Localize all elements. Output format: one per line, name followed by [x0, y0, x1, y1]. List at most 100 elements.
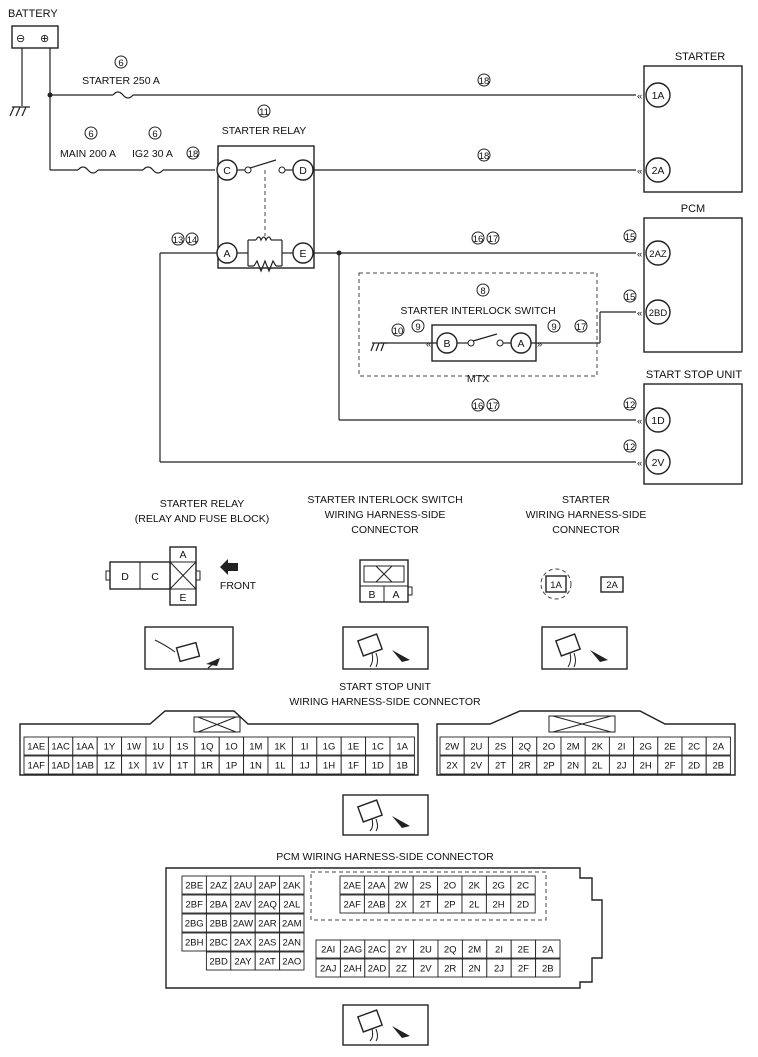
- ssu-pin-cell: 1AD: [51, 761, 70, 772]
- svg-text:18: 18: [479, 151, 490, 162]
- ssu-pin-cell: 1B: [396, 761, 408, 772]
- pcm-pin-cell: 2BD: [209, 957, 228, 968]
- ssu-title: START STOP UNIT: [646, 369, 742, 381]
- ssu-pin-cell: 1S: [177, 742, 189, 753]
- svg-text:18: 18: [479, 76, 490, 87]
- svg-text:A: A: [517, 338, 524, 350]
- svg-text:12: 12: [625, 400, 636, 411]
- pcm-pin-cell: 2AA: [368, 881, 387, 892]
- svg-text:15: 15: [625, 292, 636, 303]
- ssu-pin-cell: 1U: [152, 742, 164, 753]
- pcm-pin-cell: 2X: [395, 900, 407, 911]
- svg-text:9: 9: [551, 322, 556, 333]
- svg-text:10: 10: [393, 326, 404, 337]
- ssu-pin-cell: 1Z: [104, 761, 115, 772]
- pcm-pin-cell: 2BE: [185, 881, 203, 892]
- ssu-pin-cell: 1AE: [27, 742, 45, 753]
- pcm-pin-cell: 2R: [444, 964, 456, 975]
- pcm-pin-cell: 2I: [495, 945, 503, 956]
- starter-connector-view: STARTER WIRING HARNESS-SIDE CONNECTOR 1A…: [526, 494, 646, 600]
- pcm-pin-cell: 2AJ: [320, 964, 337, 975]
- pcm-pin-cell: 2AQ: [258, 900, 277, 911]
- pcm-pin-cell: 2AH: [343, 964, 362, 975]
- relay-terminal-c: C: [216, 159, 238, 181]
- pcm-pin-cell: 2P: [444, 900, 456, 911]
- pcm-pin-cell: 2C: [517, 881, 529, 892]
- pcm-pin-cell: 2AZ: [210, 881, 228, 892]
- pcm-pin-cell: 2AW: [233, 919, 253, 930]
- pcm-pin-cell: 2K: [468, 881, 480, 892]
- ssu-pin-cell: 1Y: [104, 742, 116, 753]
- pcm-pin-2az: 2AZ: [645, 240, 671, 266]
- ssu-pin-cell: 1C: [372, 742, 384, 753]
- ssu-pin-cell: 1M: [249, 742, 262, 753]
- svg-text:A: A: [223, 248, 230, 260]
- ssu-pin-2v: 2V: [645, 449, 671, 475]
- pcm-pin-cell: 2H: [493, 900, 505, 911]
- ssu-pin-cell: 2B: [712, 761, 724, 772]
- ssu-pin-cell: 2V: [470, 761, 482, 772]
- pcm-pin-cell: 2AT: [259, 957, 276, 968]
- svg-text:12: 12: [625, 442, 636, 453]
- ssu-pin-cell: 2N: [567, 761, 579, 772]
- svg-text:6: 6: [152, 129, 157, 140]
- pcm-pin-cell: 2AX: [234, 938, 253, 949]
- ssu-pin-cell: 2K: [591, 742, 603, 753]
- ssu-pin-cell: 1R: [201, 761, 213, 772]
- fuse-icon: [112, 91, 134, 99]
- connector-view-icon: [144, 626, 234, 670]
- svg-text:CONNECTOR: CONNECTOR: [552, 524, 620, 536]
- ssu-pin-cell: 2U: [470, 742, 482, 753]
- ssu-pin-cell: 2Q: [518, 742, 531, 753]
- ssu-connector-subtitle: WIRING HARNESS-SIDE CONNECTOR: [289, 696, 481, 708]
- svg-text:«: «: [637, 416, 642, 427]
- ssu-pin-cell: 1Q: [201, 742, 214, 753]
- ssu-pin-cell: 1X: [128, 761, 140, 772]
- ssu-pin-cell: 2I: [618, 742, 626, 753]
- svg-text:6: 6: [118, 58, 123, 69]
- pcm-pin-cell: 2BA: [210, 900, 229, 911]
- pcm-pin-cell: 2AM: [282, 919, 302, 930]
- pcm-pin-cell: 2N: [469, 964, 481, 975]
- svg-text:A: A: [392, 589, 399, 601]
- ssu-pin-cell: 1H: [323, 761, 335, 772]
- svg-text:2V: 2V: [652, 457, 665, 469]
- svg-text:»: »: [537, 339, 542, 350]
- connector-view-icon: [342, 1004, 429, 1046]
- pcm-pin-cell: 2AL: [283, 900, 300, 911]
- pcm-pin-cell: 2M: [468, 945, 481, 956]
- ssu-pin-cell: 1T: [177, 761, 188, 772]
- svg-text:2A: 2A: [652, 165, 665, 177]
- pcm-pin-cell: 2O: [443, 881, 456, 892]
- pcm-pin-cell: 2Q: [444, 945, 457, 956]
- svg-text:17: 17: [488, 234, 499, 245]
- pcm-pin-cell: 2L: [469, 900, 480, 911]
- svg-text:C: C: [223, 165, 231, 177]
- svg-text:2BD: 2BD: [649, 308, 668, 319]
- pcm-pin-cell: 2AD: [368, 964, 387, 975]
- pcm-connector-title: PCM WIRING HARNESS-SIDE CONNECTOR: [276, 851, 494, 863]
- interlock-switch-icon: [457, 333, 511, 347]
- pcm-pin-cell: 2AP: [258, 881, 276, 892]
- svg-text:D: D: [121, 571, 129, 583]
- svg-text:16: 16: [473, 401, 484, 412]
- starter-relay-title: STARTER RELAY: [222, 125, 307, 137]
- pcm-pin-cell: 2BF: [185, 900, 203, 911]
- fuse-ig2-label: IG2 30 A: [132, 148, 173, 160]
- interlock-pin-a: A: [510, 332, 532, 354]
- relay-terminal-d: D: [292, 159, 314, 181]
- ssu-pin-cell: 1W: [127, 742, 141, 753]
- relay-terminal-a: A: [216, 242, 238, 264]
- ssu-pin-cell: 1L: [275, 761, 286, 772]
- pcm-pin-cell: 2J: [494, 964, 504, 975]
- relay-connector-view: STARTER RELAY (RELAY AND FUSE BLOCK) D C…: [105, 498, 269, 606]
- ssu-pin-cell: 1AF: [27, 761, 45, 772]
- svg-text:15: 15: [625, 232, 636, 243]
- pcm-pin-cell: 2BG: [185, 919, 204, 930]
- pcm-pin-cell: 2S: [420, 881, 432, 892]
- connector-view-icon: [342, 794, 429, 836]
- interlock-connector-view: STARTER INTERLOCK SWITCH WIRING HARNESS-…: [307, 494, 463, 603]
- svg-text:8: 8: [480, 286, 485, 297]
- ssu-pin-cell: 1V: [152, 761, 164, 772]
